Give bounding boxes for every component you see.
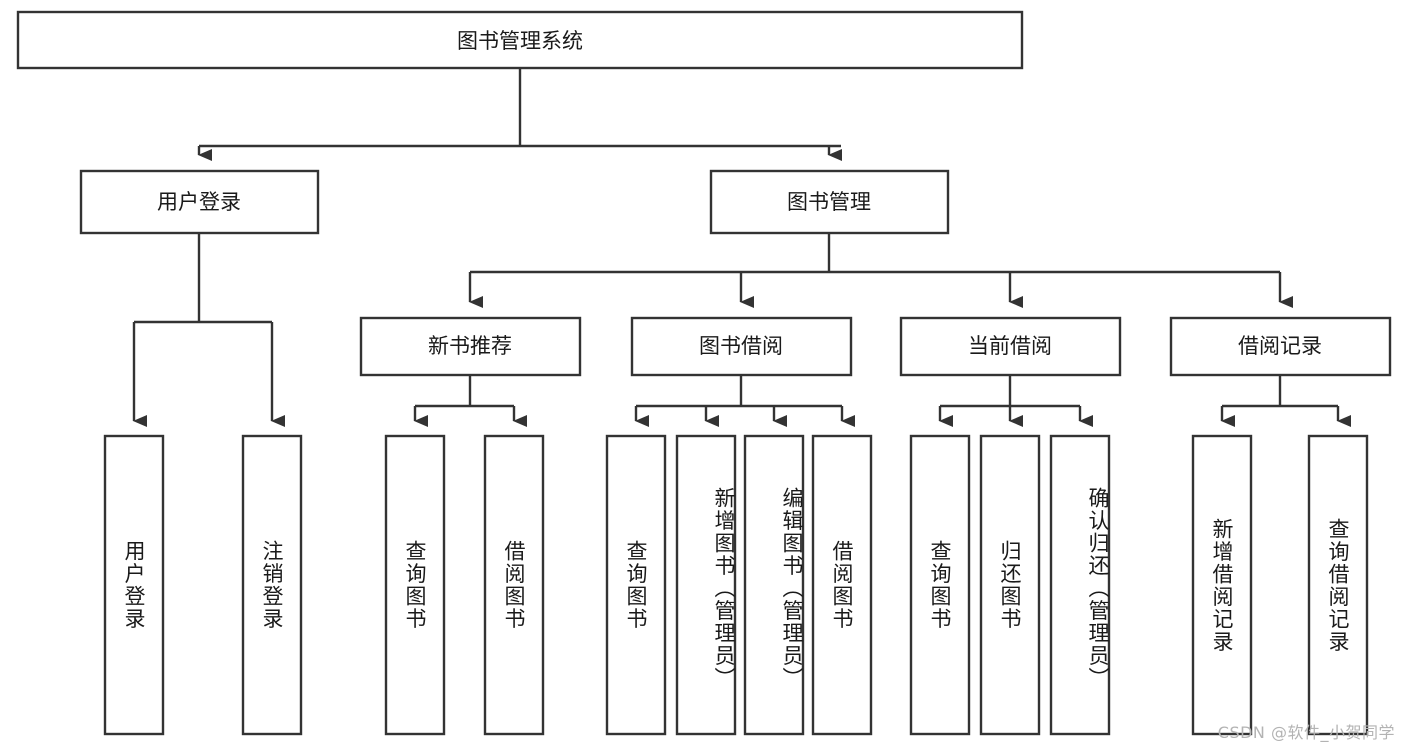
leaf-box-query-book-3[interactable] — [909, 434, 971, 736]
leaf-box-return-book[interactable] — [979, 434, 1041, 736]
connector-root-to-level2 — [197, 69, 842, 161]
leaf-box-add-borrow-record[interactable] — [1191, 434, 1253, 736]
node-root-label: 图书管理系统 — [457, 29, 583, 53]
leaf-box-borrow-book-1[interactable] — [483, 434, 545, 736]
connector-bookborrow-to-leaves — [634, 375, 855, 427]
node-book-borrow-label: 图书借阅 — [699, 334, 783, 358]
connector-bookmgmt-to-level3 — [468, 233, 1293, 308]
leaf-box-borrow-book-2[interactable] — [811, 434, 873, 736]
node-borrow-record[interactable]: 借阅记录 — [1169, 316, 1392, 377]
node-current-borrow-label: 当前借阅 — [968, 334, 1052, 358]
node-book-borrow[interactable]: 图书借阅 — [630, 316, 853, 377]
node-book-management[interactable]: 图书管理 — [709, 169, 950, 235]
leaf-box-add-book-admin[interactable] — [675, 434, 737, 736]
leaf-box-query-borrow-record[interactable] — [1307, 434, 1369, 736]
node-borrow-record-label: 借阅记录 — [1238, 334, 1322, 358]
leaf-box-edit-book-admin[interactable] — [743, 434, 805, 736]
connector-newbook-to-leaves — [413, 375, 527, 427]
node-book-management-label: 图书管理 — [787, 190, 871, 214]
leaf-box-query-book-1[interactable] — [384, 434, 446, 736]
csdn-watermark: CSDN @软件_小贺同学 — [1217, 723, 1395, 742]
leaf-box-logout[interactable] — [241, 434, 303, 736]
node-new-book-recommend[interactable]: 新书推荐 — [359, 316, 582, 377]
node-root[interactable]: 图书管理系统 — [16, 10, 1024, 70]
leaf-box-confirm-return-admin[interactable] — [1049, 434, 1111, 736]
node-new-book-recommend-label: 新书推荐 — [428, 334, 512, 358]
node-current-borrow[interactable]: 当前借阅 — [899, 316, 1122, 377]
connector-userlogin-to-leaves — [132, 233, 285, 427]
connector-borrowrecord-to-leaves — [1220, 375, 1351, 427]
node-user-login[interactable]: 用户登录 — [79, 169, 320, 235]
leaf-box-user-login[interactable] — [103, 434, 165, 736]
node-user-login-label: 用户登录 — [157, 190, 241, 214]
leaf-box-query-book-2[interactable] — [605, 434, 667, 736]
connector-currentborrow-to-leaves — [938, 375, 1093, 427]
